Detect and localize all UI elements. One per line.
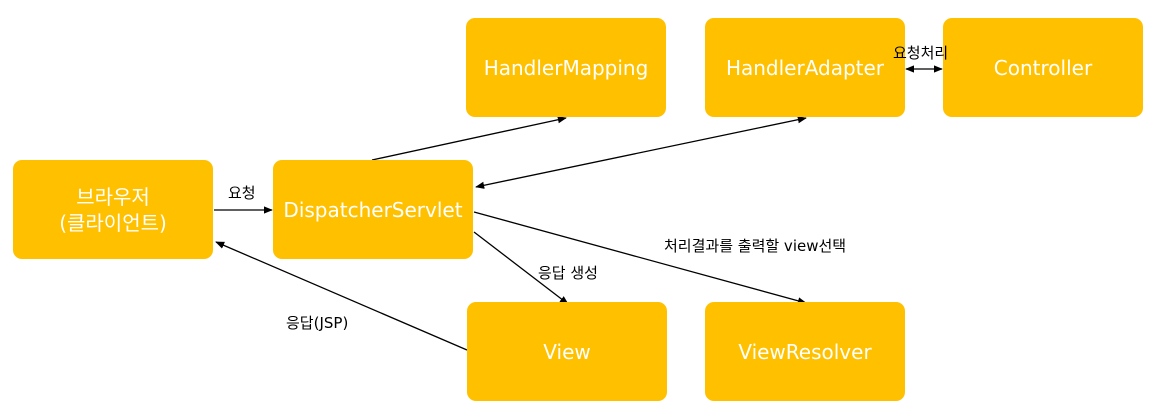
view-resolver-node: ViewResolver (705, 302, 905, 401)
handler-adapter-node: HandlerAdapter (705, 18, 905, 117)
create-response-label: 응답 생성 (538, 264, 598, 282)
view-node: View (467, 302, 667, 401)
arrow-dispatcher-to-viewresolver (473, 211, 807, 305)
browser-node: 브라우저 (클라이언트) (13, 160, 213, 259)
request-label: 요청 (228, 184, 256, 202)
handler-mapping-label: HandlerMapping (483, 55, 649, 80)
view-resolver-label: ViewResolver (738, 339, 872, 364)
dispatcher-servlet-label: DispatcherServlet (283, 197, 463, 222)
response-jsp-label: 응답(JSP) (286, 314, 349, 332)
view-label: View (543, 339, 591, 364)
process-request-label: 요청처리 (893, 44, 949, 62)
handler-mapping-node: HandlerMapping (466, 18, 666, 117)
arrow-dispatcher-handleradapter (475, 116, 807, 189)
arrow-dispatcher-to-view (473, 231, 569, 305)
controller-label: Controller (993, 55, 1093, 80)
select-view-label: 처리결과를 출력할 view선택 (664, 237, 847, 255)
arrow-view-to-browser (215, 241, 468, 351)
controller-node: Controller (943, 18, 1143, 117)
dispatcher-servlet-node: DispatcherServlet (273, 160, 473, 259)
browser-node-label: 브라우저 (클라이언트) (59, 184, 167, 235)
handler-adapter-label: HandlerAdapter (725, 55, 885, 80)
arrow-dispatcher-to-handlermapping (371, 116, 567, 161)
